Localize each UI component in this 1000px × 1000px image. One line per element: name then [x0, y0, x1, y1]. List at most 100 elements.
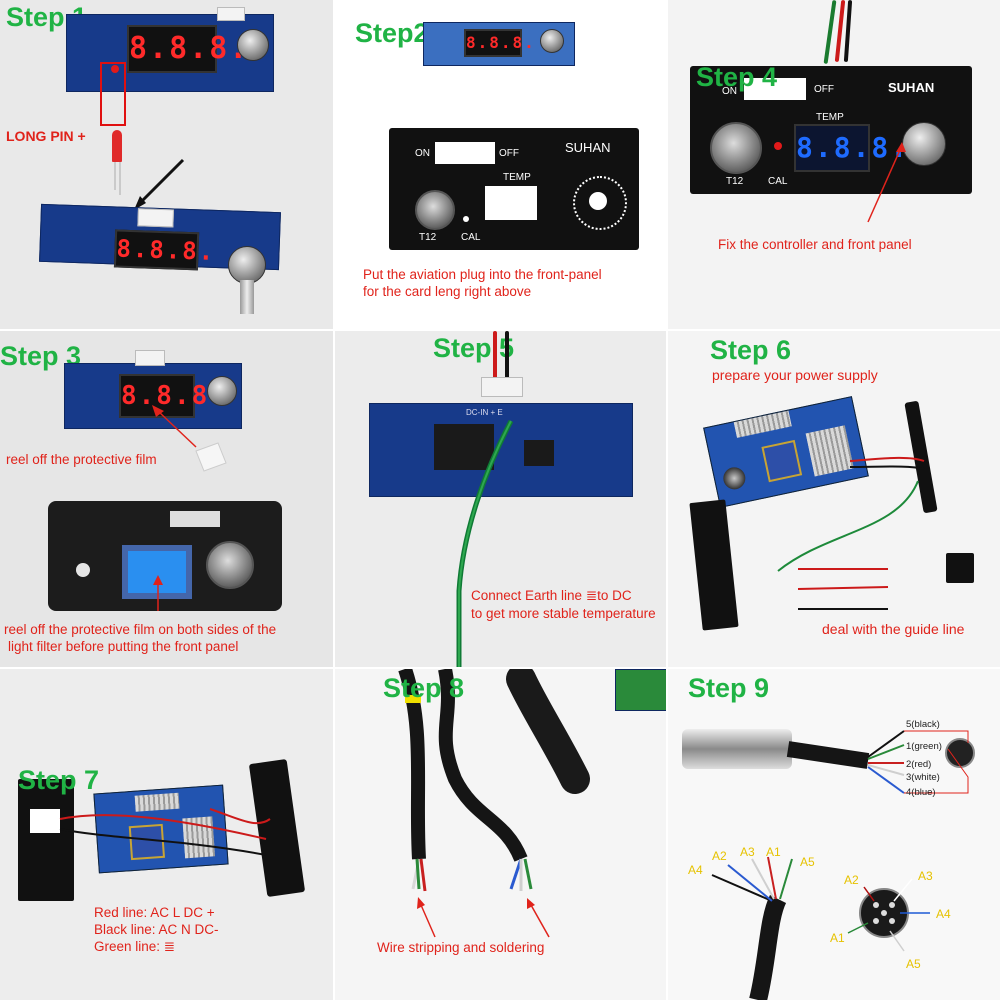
- step3-cal-hole: [76, 563, 90, 577]
- step1-photo: Step 1 8.8.8. LONG PIN + 8.8.8.: [0, 0, 333, 329]
- panel4-off-label: OFF: [814, 84, 834, 95]
- step6-caption: deal with the guide line: [822, 621, 965, 637]
- rotary-knob: [237, 29, 269, 61]
- step6-photo: Step 6 prepare your power supply deal wi…: [668, 331, 1000, 667]
- panel-brand: SUHAN: [565, 140, 611, 155]
- controller-board: 8.8.8.: [66, 7, 274, 92]
- yellow-tag: [405, 695, 421, 703]
- opamp-chip: [524, 440, 554, 466]
- panel-t12-label: T12: [419, 232, 437, 243]
- step7-green-line: Green line: ≣: [94, 939, 176, 954]
- step8-caption: Wire stripping and soldering: [377, 940, 545, 955]
- wire-label-a1: A1: [766, 845, 781, 859]
- step1-arrows: [114, 158, 185, 210]
- highlight-box: [100, 62, 126, 126]
- step4-title: Step 4: [696, 62, 778, 92]
- step3-connector: [135, 350, 165, 366]
- step2-photo: Step2 8.8.8. ON OFF SUHAN TEMP T12 CAL P…: [335, 0, 666, 329]
- pin-label-1-green: 1(green): [906, 741, 942, 752]
- knob-shaft: [240, 280, 254, 314]
- step4-arrow: [867, 142, 906, 223]
- led-display-assembled: 8.8.8.: [113, 229, 216, 271]
- plug-label-a3: A3: [918, 869, 933, 883]
- pin-label-3-white: 3(white): [906, 772, 940, 783]
- step3-knob: [207, 376, 237, 406]
- step8-green-board: [615, 669, 666, 711]
- pin-label-5-black: 5(black): [906, 719, 940, 730]
- panel4-switch-window: [744, 78, 806, 100]
- step4-photo: ON OFF SUHAN TEMP 8.8.8. T12 CAL Step 4 …: [668, 0, 1000, 329]
- step5-connector: [481, 377, 523, 397]
- assembled-front-panel: ON OFF SUHAN TEMP 8.8.8. T12 CAL: [690, 66, 972, 194]
- step6-title: Step 6: [710, 335, 792, 365]
- plug-label-a5: A5: [906, 957, 921, 971]
- step7-wires: [59, 808, 271, 856]
- panel4-cal-led: [774, 142, 782, 150]
- step5-caption-line2: to get more stable temperature: [471, 606, 656, 621]
- plug-label-a4: A4: [936, 907, 951, 921]
- display-window: [485, 186, 537, 220]
- step3-aviation-plug: [206, 541, 254, 589]
- step2-title: Step2: [355, 18, 429, 48]
- panel4-cal-label: CAL: [768, 176, 788, 187]
- panel4-aviation-plug: [710, 122, 762, 174]
- panel4-t12-label: T12: [726, 176, 744, 187]
- pin-label-4-blue: 4(blue): [906, 787, 936, 798]
- panel4-knob: [902, 122, 946, 166]
- step7-switch-plate: [18, 779, 74, 901]
- front-panel: ON OFF SUHAN TEMP T12 CAL: [389, 128, 639, 250]
- step5-board: DC-IN + E: [369, 403, 633, 497]
- step3-board: 8.8.8.: [64, 350, 242, 429]
- panel-on-label: ON: [415, 148, 430, 159]
- step8-title: Step 8: [383, 673, 465, 703]
- step5-title: Step 5: [433, 333, 515, 363]
- step3-caption2-line2: light filter before putting the front pa…: [8, 639, 239, 654]
- led-indicator: [111, 65, 119, 73]
- step8-photo: Step 8 Wire stripping and soldering: [335, 669, 666, 1000]
- controller-board-small: 8.8.8.: [423, 22, 575, 66]
- step7-photo: Step 7 Red line: AC L DC + Black line: A…: [0, 669, 333, 1000]
- panel4-temp-label: TEMP: [816, 112, 844, 123]
- panel-cal-label: CAL: [461, 232, 481, 243]
- rocker-switch: [946, 553, 974, 583]
- long-pin-label: LONG PIN +: [6, 128, 86, 144]
- step7-black-line: Black line: AC N DC-: [94, 922, 219, 937]
- step6-subtitle: prepare your power supply: [712, 367, 878, 383]
- step2-caption-line2: for the card leng right above: [363, 284, 532, 299]
- panel4-on-label: ON: [722, 86, 737, 97]
- step5-caption-line1: Connect Earth line ≣to DC: [471, 588, 632, 603]
- panel4-brand: SUHAN: [888, 80, 935, 95]
- step8-cables: [398, 669, 590, 938]
- connector-assembled: [137, 208, 174, 228]
- mcu-chip: [434, 424, 494, 470]
- wire-label-a3: A3: [740, 845, 755, 859]
- step3-photo: Step 3 8.8.8. reel off the protective fi…: [0, 331, 333, 667]
- light-filter: [122, 545, 192, 599]
- step3-caption1: reel off the protective film: [6, 452, 157, 467]
- step7-red-line: Red line: AC L DC +: [94, 905, 215, 920]
- step3-caption2-line1: reel off the protective film on both sid…: [4, 622, 277, 637]
- step7-switch-window: [30, 809, 60, 833]
- step9-wiring: [711, 730, 975, 1000]
- step3-switch-window: [170, 511, 220, 527]
- step6-wires: [777, 456, 925, 610]
- step5-red-wire: [493, 331, 497, 379]
- cal-hole: [463, 216, 469, 222]
- step3-arrow2: [153, 575, 163, 611]
- step3-front-panel: [48, 501, 282, 611]
- aviation-plug: [415, 190, 455, 230]
- panel-off-label: OFF: [499, 148, 519, 159]
- pin-label-2-red: 2(red): [906, 759, 932, 770]
- panel-temp-label: TEMP: [503, 172, 531, 183]
- led-display-small: 8.8.8.: [464, 29, 534, 57]
- power-connector: [217, 7, 245, 21]
- step5-black-wire: [505, 331, 509, 379]
- rotary-knob-small: [540, 29, 564, 53]
- wire-label-a4: A4: [688, 863, 703, 877]
- step5-photo: Step 5 DC-IN + E Connect Earth line ≣to …: [335, 331, 666, 667]
- step9-photo: Step 9 5(black) 1(green) 2(red) 3(white): [668, 669, 1000, 1000]
- rotary-knob-assembled: [228, 246, 266, 284]
- gx-connector: [682, 729, 792, 769]
- step7-title: Step 7: [18, 765, 100, 795]
- wire-label-a5: A5: [800, 855, 815, 869]
